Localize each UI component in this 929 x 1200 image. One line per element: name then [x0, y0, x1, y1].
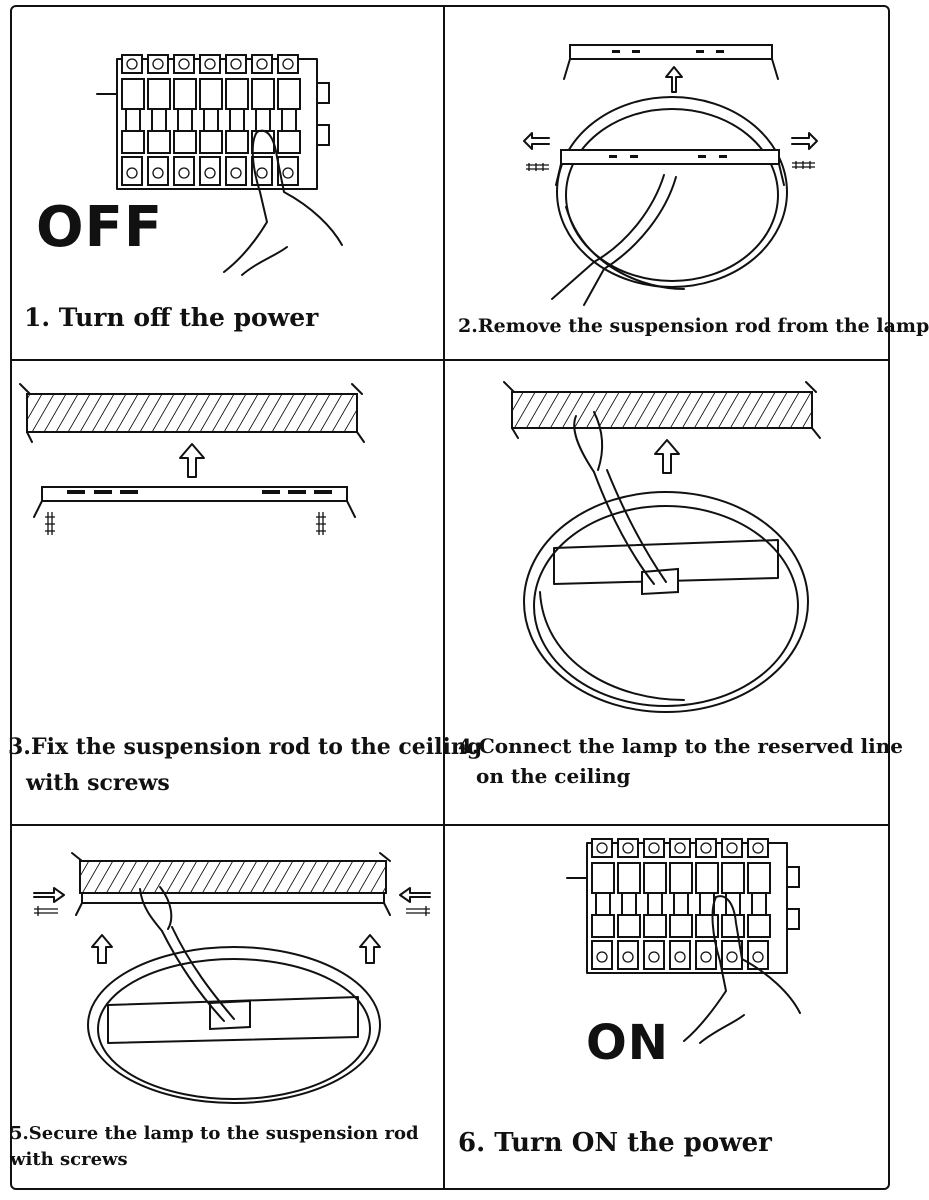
step-5-panel: 5.Secure the lamp to the suspension rod …	[10, 827, 442, 1187]
status-word-off: OFF	[36, 195, 164, 260]
step-5-caption-line1: 5.Secure the lamp to the suspension rod	[10, 1123, 419, 1144]
breaker-panel-on-illustration	[566, 838, 801, 1044]
divider-row-1	[12, 359, 888, 361]
step-1-panel: OFF 1. Turn off the power	[12, 7, 442, 357]
step-3-panel: 3.Fix the suspension rod to the ceiling …	[8, 362, 482, 817]
step-3-caption-line2: with screws	[26, 770, 170, 796]
step-5-caption-line2: with screws	[10, 1149, 128, 1170]
connect-lamp-illustration	[503, 381, 821, 713]
step-2-caption: 2.Remove the suspension rod from the lam…	[458, 315, 929, 337]
step-4-caption-line2: on the ceiling	[476, 764, 631, 788]
step-6-caption: 6. Turn ON the power	[458, 1128, 772, 1158]
step-1-caption: 1. Turn off the power	[24, 303, 319, 332]
step-3-caption-line1: 3.Fix the suspension rod to the ceiling	[8, 734, 483, 760]
fix-rod-to-ceiling-illustration	[19, 383, 365, 535]
divider-row-2	[12, 824, 888, 826]
secure-lamp-illustration	[33, 852, 431, 1104]
breaker-panel-off-illustration	[96, 54, 343, 276]
step-6-panel: ON 6. Turn ON the power	[444, 827, 890, 1187]
step-4-caption-line1: 4.Connect the lamp to the reserved line	[458, 734, 903, 758]
status-word-on: ON	[586, 1015, 669, 1071]
remove-rod-illustration	[523, 44, 818, 306]
step-2-panel: 2.Remove the suspension rod from the lam…	[444, 7, 929, 357]
instruction-sheet-frame	[10, 5, 890, 1190]
divider-vertical	[443, 7, 445, 1188]
step-4-panel: 4.Connect the lamp to the reserved line …	[444, 362, 903, 817]
